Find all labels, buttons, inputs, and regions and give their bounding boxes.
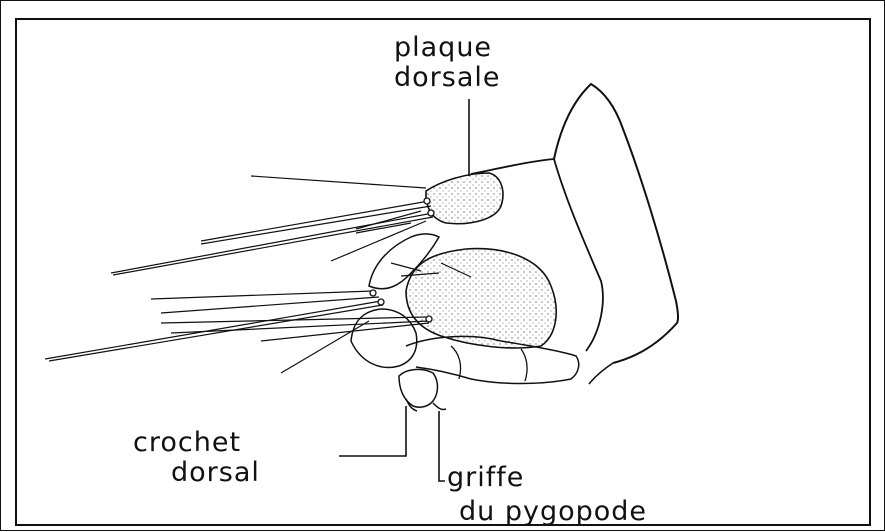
label-griffe-line2: du pygopode — [441, 497, 647, 527]
label-crochet-line1: crochet — [133, 428, 260, 458]
abdomen-outline — [554, 84, 678, 363]
label-crochet: crochet dorsal — [133, 428, 260, 488]
label-griffe: griffe du pygopode — [441, 463, 647, 527]
crochet-leader — [339, 406, 406, 456]
pygopod-segment-2 — [521, 349, 527, 381]
claw — [399, 369, 438, 407]
label-plaque: plaque dorsale — [394, 33, 500, 93]
setae — [45, 176, 471, 373]
label-plaque-line2: dorsale — [394, 63, 500, 93]
main-lobe — [406, 249, 556, 348]
label-griffe-line1: griffe — [441, 463, 647, 493]
abdomen-lower-edge — [589, 363, 613, 384]
claw-tip — [433, 403, 446, 410]
label-plaque-line1: plaque — [394, 33, 500, 63]
dorsal-plate — [426, 173, 503, 224]
label-crochet-line2: dorsal — [133, 458, 260, 488]
